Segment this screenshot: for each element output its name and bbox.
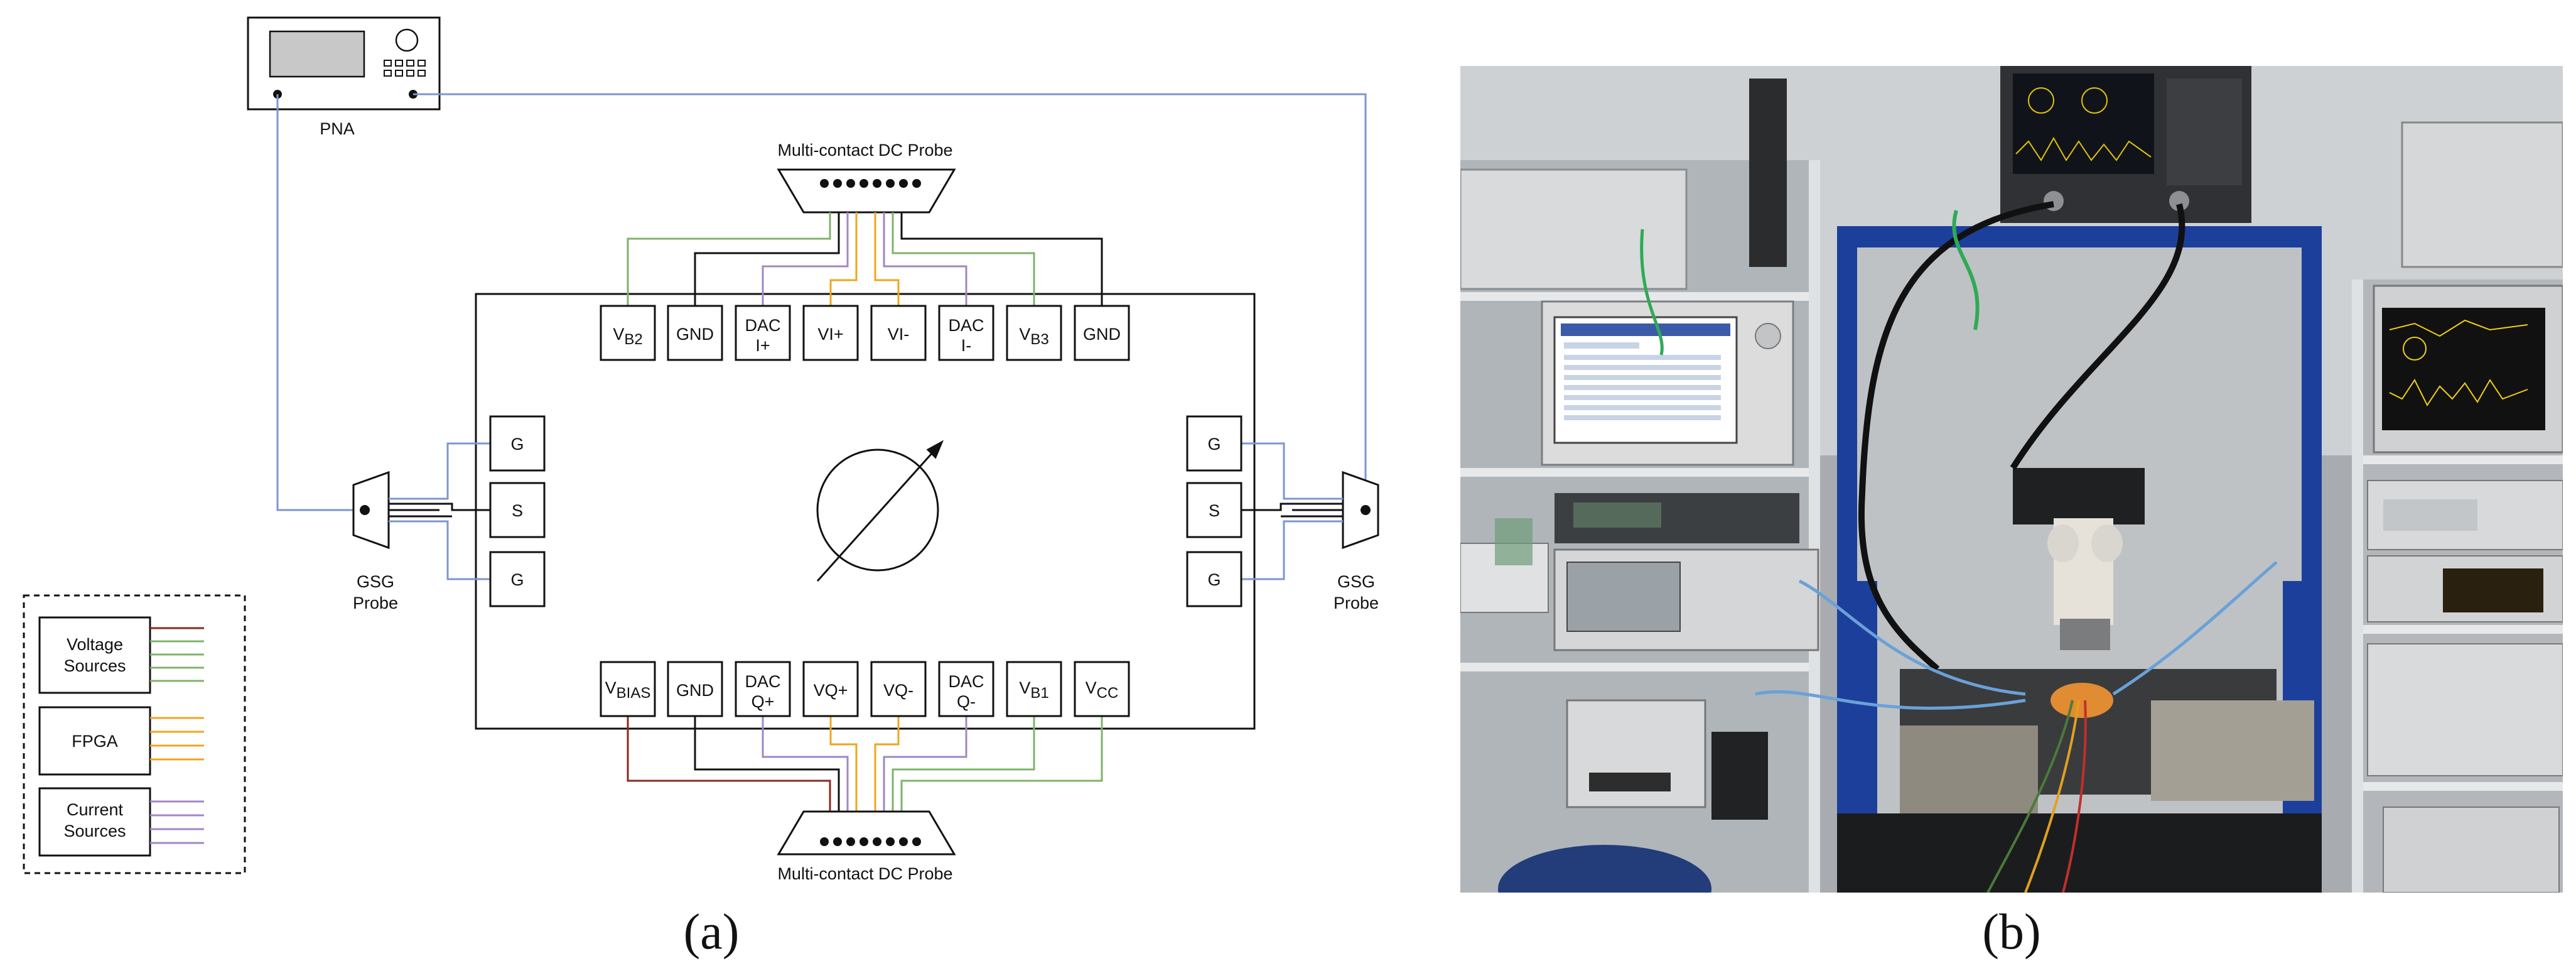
dc-probe-bottom-label: Multi-contact DC Probe [777, 864, 952, 883]
dc-probe-top [777, 168, 956, 214]
caption-a: (a) [684, 905, 740, 960]
bottom-wires [627, 716, 1103, 812]
pad-left-s: S [512, 501, 523, 520]
lab-setup-photo [1460, 66, 2563, 893]
right-pads: G S G [1186, 415, 1242, 607]
pad-vq-minus: VQ- [883, 681, 913, 700]
pad-vcc: VCC [1086, 678, 1119, 702]
microscope [2013, 468, 2145, 650]
pad-right-s: S [1209, 501, 1220, 520]
pad-vbias: VBIAS [605, 678, 651, 702]
pad-vb1: VB1 [1019, 678, 1048, 702]
gsg-probe-right [1241, 442, 1379, 580]
pna-on-frame [2000, 66, 2251, 223]
pad-vb2: VB2 [613, 325, 642, 348]
pad-gnd-bottom: GND [676, 681, 714, 700]
top-wires [627, 212, 1103, 306]
pad-left-g2: G [510, 570, 524, 589]
left-rack [1460, 79, 1820, 893]
pad-vq-plus: VQ+ [814, 681, 848, 700]
rf-cables [276, 93, 1367, 511]
pad-vi-plus: VI+ [817, 325, 843, 344]
cables [1640, 201, 2278, 893]
legend-fpga: FPGA [72, 732, 118, 751]
phase-shifter-symbol [816, 440, 944, 582]
pad-left-g1: G [510, 435, 524, 454]
pad-gnd-top-2: GND [1083, 325, 1121, 344]
left-pads: G S G [489, 415, 546, 607]
pad-vb3: VB3 [1019, 325, 1048, 348]
pna-instrument [247, 16, 441, 111]
right-rack [2352, 121, 2563, 893]
pad-right-g1: G [1207, 435, 1221, 454]
dc-probe-top-label: Multi-contact DC Probe [777, 141, 952, 160]
gsg-probe-left [352, 442, 490, 580]
pna-label: PNA [320, 119, 355, 138]
pad-right-g2: G [1207, 570, 1221, 589]
pad-gnd-top-1: GND [676, 325, 714, 344]
caption-b: (b) [1982, 905, 2040, 960]
probe-stage [1900, 669, 2314, 813]
dc-probe-bottom [777, 810, 956, 856]
pad-vi-minus: VI- [888, 325, 910, 344]
dut-chip-outline [475, 293, 1256, 730]
